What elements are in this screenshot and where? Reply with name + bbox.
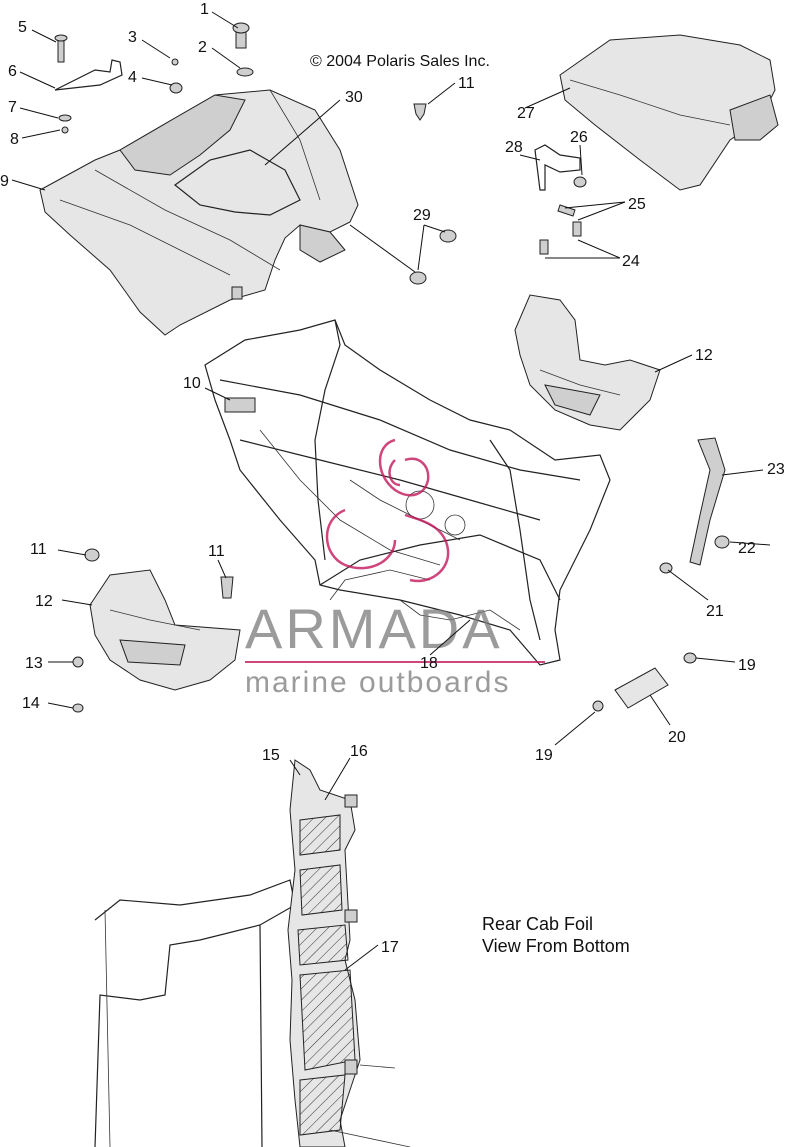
callout-14: 14 [22,695,40,712]
callout-30: 30 [345,89,363,106]
callout-12-left: 12 [35,593,53,610]
main-frame [204,319,611,666]
callout-29: 29 [413,207,431,224]
hardware-misc [72,437,730,713]
callout-18: 18 [420,655,438,672]
callout-28: 28 [505,139,523,156]
callout-16: 16 [350,743,368,760]
rear-cab-fender [39,89,359,336]
watermark: ARMADA marine outboards [245,438,545,699]
view-caption-line2: View From Bottom [482,936,630,956]
callout-25: 25 [628,196,646,213]
watermark-logo [325,438,450,583]
copyright-text: © 2004 Polaris Sales Inc. [310,53,490,70]
seat [559,34,779,191]
callout-8: 8 [10,131,19,148]
callout-12-right: 12 [695,347,713,364]
footwell-left [89,569,241,691]
callout-21: 21 [706,603,724,620]
callout-23: 23 [767,461,785,478]
callout-11-mid: 11 [208,543,225,560]
callout-10: 10 [183,375,201,392]
hardware-top-left [54,22,457,285]
callout-1: 1 [200,1,209,18]
callout-13: 13 [25,655,43,672]
footwell-right [514,294,661,431]
callout-2: 2 [198,39,207,56]
rear-cab-foil-view [94,759,411,1147]
watermark-tagline: marine outboards [245,666,510,699]
callout-5: 5 [18,19,27,36]
callout-22: 22 [738,540,756,557]
callout-27: 27 [517,105,535,122]
callout-20: 20 [668,729,686,746]
callout-9: 9 [0,173,9,190]
callout-11-top: 11 [458,75,475,92]
view-caption-line1: Rear Cab Foil [482,914,593,934]
callout-11-left: 11 [30,541,47,558]
callout-15: 15 [262,747,280,764]
watermark-brand: ARMADA [245,597,503,660]
callout-19-left: 19 [535,747,553,764]
callout-3: 3 [128,29,137,46]
callout-24: 24 [622,253,640,270]
seat-latch-hardware [534,144,587,255]
leader-lines [11,11,771,971]
callout-4: 4 [128,69,137,86]
callout-17: 17 [381,939,399,956]
callout-labels: 1 2 3 4 5 6 7 8 9 10 11 11 11 12 12 13 1… [0,1,785,956]
callout-26: 26 [570,129,588,146]
callout-19-right: 19 [738,657,756,674]
callout-7: 7 [8,99,17,116]
callout-6: 6 [8,63,17,80]
